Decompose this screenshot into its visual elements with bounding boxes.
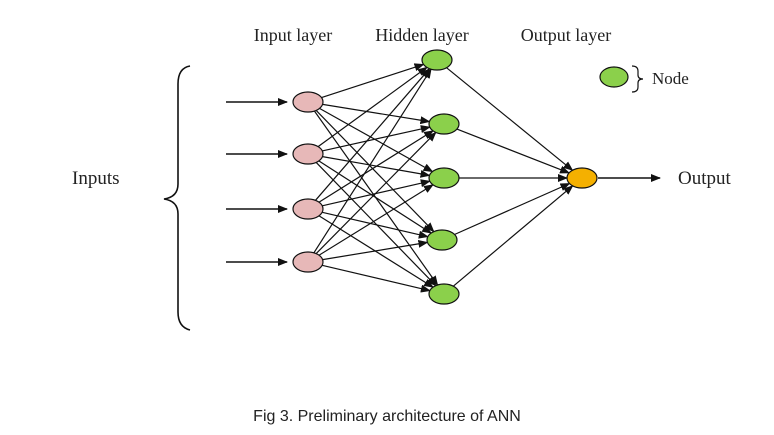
connection-arrow <box>318 130 434 203</box>
input-node <box>292 91 324 113</box>
connection-arrow <box>321 63 425 99</box>
connection-arrow <box>318 160 433 234</box>
hidden-node <box>428 167 460 189</box>
input-arrows <box>226 98 288 266</box>
connection-arrow <box>456 128 571 174</box>
legend-brace <box>631 65 644 93</box>
connection-arrow <box>322 125 431 152</box>
connection-arrow <box>322 239 429 261</box>
connection-arrow <box>313 68 432 254</box>
connection-arrow <box>315 109 435 233</box>
hidden-node <box>421 49 453 71</box>
hidden-node <box>426 229 458 251</box>
connection-arrow <box>319 107 434 173</box>
legend-node-label: Node <box>652 69 689 88</box>
input-node <box>292 198 324 220</box>
output-label: Output <box>678 168 732 189</box>
hidden-node <box>428 113 460 135</box>
output-node <box>566 167 598 189</box>
connection-arrow <box>446 67 574 171</box>
legend-node-swatch <box>599 66 629 88</box>
connection-arrow <box>318 215 434 288</box>
connection-arrow <box>321 264 431 293</box>
connection-arrow <box>454 182 571 236</box>
hidden-layer-label: Hidden layer <box>375 25 468 45</box>
connection-arrow <box>315 131 437 255</box>
connection-arrow <box>315 161 437 287</box>
input-node <box>292 251 324 273</box>
input-layer-label: Input layer <box>254 25 332 45</box>
inputs-label: Inputs <box>72 168 120 189</box>
figure-caption: Fig 3. Preliminary architecture of ANN <box>253 408 521 425</box>
inputs-brace <box>163 65 191 331</box>
connection-arrow <box>318 184 434 256</box>
connection-arrow <box>452 185 574 287</box>
connections <box>313 63 574 293</box>
connection-arrow <box>322 103 431 125</box>
nodes <box>292 49 598 305</box>
hidden-node <box>428 283 460 305</box>
legend: Node <box>599 65 689 93</box>
input-node <box>292 143 324 165</box>
connection-arrow <box>322 211 429 239</box>
connection-arrow <box>315 67 431 201</box>
connection-arrow <box>317 66 428 148</box>
output-layer-label: Output layer <box>521 25 611 45</box>
